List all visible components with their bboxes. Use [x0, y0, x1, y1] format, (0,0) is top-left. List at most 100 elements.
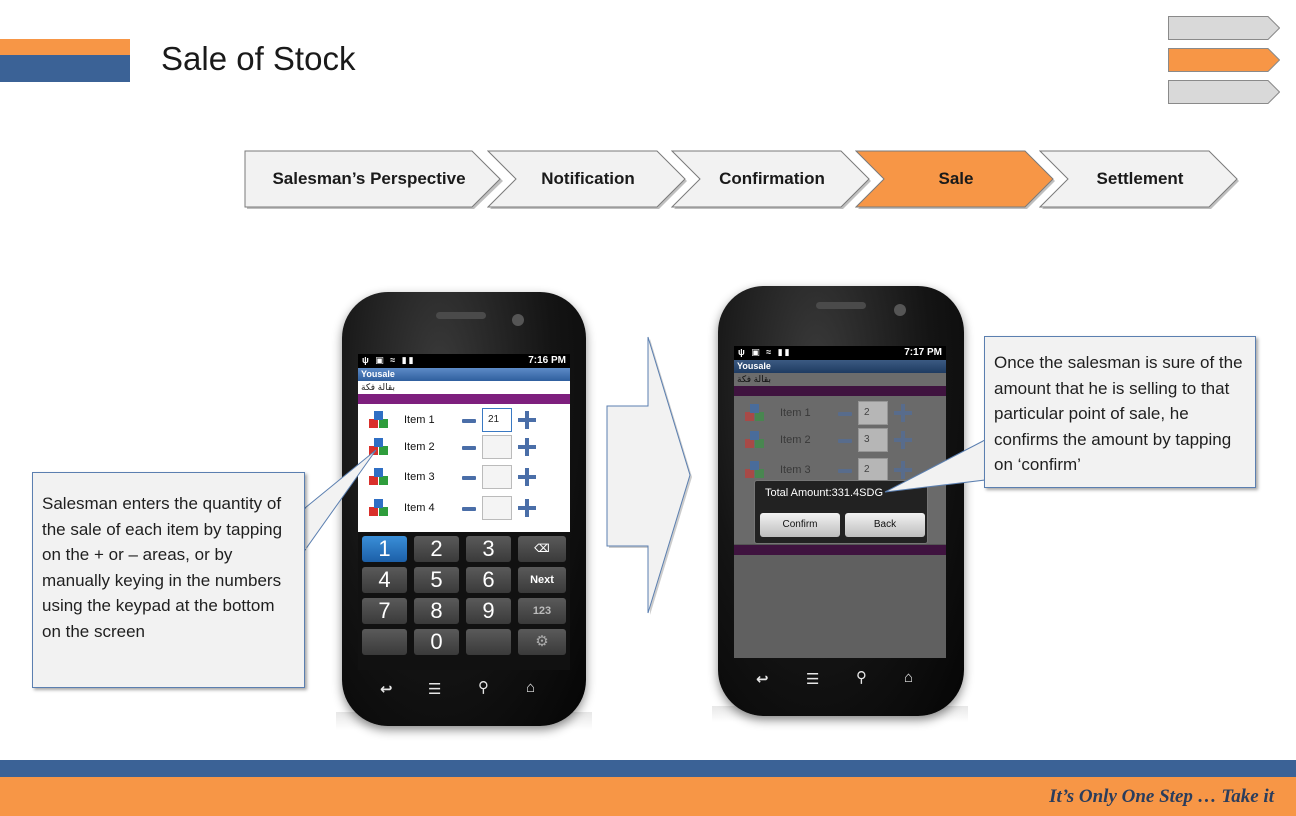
decrement-button[interactable]: [838, 439, 852, 443]
callout-confirmation: Once the salesman is sure of the amount …: [984, 336, 1256, 488]
cube-stack-icon: [745, 461, 764, 478]
confirm-button[interactable]: Confirm: [760, 513, 840, 537]
decrement-button[interactable]: [462, 446, 476, 450]
menu-icon[interactable]: ☰: [806, 671, 820, 688]
decrement-button[interactable]: [462, 419, 476, 423]
slide-nav-arrow-3[interactable]: [1168, 80, 1280, 104]
decrement-button[interactable]: [838, 412, 852, 416]
speaker: [816, 302, 866, 309]
process-steps: Salesman’s Perspective Notification Conf…: [244, 150, 1244, 212]
key-5[interactable]: 5: [414, 567, 459, 593]
decrement-button[interactable]: [838, 469, 852, 473]
app-title-bar: Yousale: [734, 360, 946, 373]
increment-button[interactable]: [894, 431, 912, 449]
quantity-input[interactable]: [482, 435, 512, 459]
step-label: Settlement: [1096, 169, 1184, 188]
quantity-input[interactable]: 21: [482, 408, 512, 432]
blank-key[interactable]: [466, 629, 511, 655]
key-4[interactable]: 4: [362, 567, 407, 593]
divider-bar: [358, 394, 570, 404]
back-button[interactable]: Back: [845, 513, 925, 537]
key-0[interactable]: 0: [414, 629, 459, 655]
quantity-input[interactable]: 3: [858, 428, 888, 452]
key-8[interactable]: 8: [414, 598, 459, 624]
settings-key[interactable]: ⚙: [518, 629, 566, 655]
quantity-input[interactable]: [482, 496, 512, 520]
blank-key[interactable]: [362, 629, 407, 655]
home-icon[interactable]: ⌂: [526, 679, 536, 696]
step-confirmation[interactable]: Confirmation: [671, 150, 874, 210]
cube-stack-icon: [369, 438, 388, 455]
total-amount: Total Amount:331.4SDG: [765, 487, 884, 499]
key-9[interactable]: 9: [466, 598, 511, 624]
list-item: Item 1 21: [358, 408, 570, 434]
confirm-dialog: Total Amount:331.4SDG Confirm Back: [754, 480, 928, 544]
list-item: Item 2: [358, 435, 570, 461]
step-sale[interactable]: Sale: [855, 150, 1058, 210]
mode-key[interactable]: 123: [518, 598, 566, 624]
camera: [512, 314, 524, 326]
step-label: Notification: [541, 169, 635, 188]
decrement-button[interactable]: [462, 476, 476, 480]
key-3[interactable]: 3: [466, 536, 511, 562]
key-2[interactable]: 2: [414, 536, 459, 562]
item-name: Item 3: [780, 464, 811, 476]
list-item: Item 4: [358, 496, 570, 522]
increment-button[interactable]: [894, 404, 912, 422]
status-time: 7:16 PM: [528, 355, 566, 366]
menu-icon[interactable]: ☰: [428, 681, 442, 698]
status-bar: ψ ▣ ≈ ▮▮ 7:16 PM: [358, 354, 570, 368]
back-icon[interactable]: ↩: [756, 671, 769, 688]
callout-quantity-entry: Salesman enters the quantity of the sale…: [32, 472, 305, 688]
item-name: Item 4: [404, 502, 435, 514]
speaker: [436, 312, 486, 319]
key-6[interactable]: 6: [466, 567, 511, 593]
phone-confirmation: ψ ▣ ≈ ▮▮ 7:17 PM Yousale بقالة فكة Item …: [712, 286, 970, 726]
status-icons: ψ ▣ ≈ ▮▮: [362, 355, 416, 365]
increment-button[interactable]: [518, 411, 536, 429]
back-icon[interactable]: ↩: [380, 681, 393, 698]
status-bar: ψ ▣ ≈ ▮▮ 7:17 PM: [734, 346, 946, 360]
quantity-input[interactable]: 2: [858, 458, 888, 482]
home-icon[interactable]: ⌂: [904, 669, 914, 686]
increment-button[interactable]: [518, 499, 536, 517]
phone-screen: ψ ▣ ≈ ▮▮ 7:16 PM Yousale بقالة فكة Item …: [358, 354, 570, 670]
shop-name: بقالة فكة: [358, 381, 570, 394]
slide-nav-arrow-2[interactable]: [1168, 48, 1280, 72]
footer-bar-orange: [0, 777, 1296, 816]
increment-button[interactable]: [518, 438, 536, 456]
page-title: Sale of Stock: [161, 40, 356, 77]
decrement-button[interactable]: [462, 507, 476, 511]
quantity-input[interactable]: 2: [858, 401, 888, 425]
step-salesmans-perspective[interactable]: Salesman’s Perspective: [244, 150, 506, 210]
list-item: Item 2 3: [734, 428, 946, 454]
step-notification[interactable]: Notification: [487, 150, 690, 210]
list-item: Item 3: [358, 465, 570, 491]
callout-pointer-left: [303, 449, 377, 552]
list-item: Item 3 2: [734, 458, 946, 484]
next-key[interactable]: Next: [518, 567, 566, 593]
slide-nav-arrow-1[interactable]: [1168, 16, 1280, 40]
phone-quantity-entry: ψ ▣ ≈ ▮▮ 7:16 PM Yousale بقالة فكة Item …: [336, 292, 594, 732]
list-item: Item 1 2: [734, 401, 946, 427]
step-settlement[interactable]: Settlement: [1039, 150, 1242, 210]
divider-bar: [734, 386, 946, 396]
increment-button[interactable]: [518, 468, 536, 486]
item-name: Item 1: [404, 414, 435, 426]
status-icons: ψ ▣ ≈ ▮▮: [738, 347, 792, 357]
key-1[interactable]: 1: [362, 536, 407, 562]
quantity-input[interactable]: [482, 465, 512, 489]
item-name: Item 2: [780, 434, 811, 446]
delete-key[interactable]: ⌫: [518, 536, 566, 562]
step-label: Salesman’s Perspective: [272, 169, 466, 188]
search-icon[interactable]: ⚲: [856, 669, 867, 686]
cube-stack-icon: [369, 499, 388, 516]
header-accent-blue: [0, 55, 130, 82]
item-name: Item 1: [780, 407, 811, 419]
header-accent-orange: [0, 39, 130, 55]
footer-bar-blue: [0, 760, 1296, 777]
flow-arrow: [606, 336, 692, 615]
key-7[interactable]: 7: [362, 598, 407, 624]
search-icon[interactable]: ⚲: [478, 679, 489, 696]
increment-button[interactable]: [894, 461, 912, 479]
